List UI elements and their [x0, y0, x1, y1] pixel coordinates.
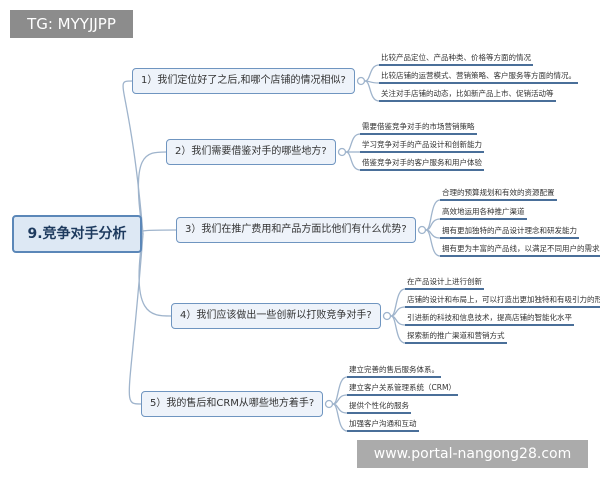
- leaf-connector: [425, 199, 441, 231]
- leaf-item[interactable]: 比较产品定位、产品种类、价格等方面的情况: [379, 52, 533, 66]
- branch-3[interactable]: 3）我们在推广费用和产品方面比他们有什么优势?: [176, 217, 416, 243]
- leaf-item[interactable]: 建立客户关系管理系统（CRM）: [347, 382, 458, 396]
- branch-4[interactable]: 4）我们应该做出一些创新以打败竞争对手?: [171, 303, 381, 329]
- source-tag: TG: MYYJJPP: [10, 10, 133, 38]
- leaf-item[interactable]: 借鉴竞争对手的客户服务和用户体验: [360, 157, 484, 171]
- central-topic[interactable]: 9.竞争对手分析: [12, 215, 142, 253]
- collapse-toggle: [356, 76, 366, 86]
- leaf-connector: [390, 288, 406, 317]
- watermark: www.portal-nangong28.com: [357, 440, 588, 468]
- branch-connector: [137, 151, 167, 235]
- leaf-item[interactable]: 关注对手店铺的动态，比如新产品上市、促销活动等: [379, 88, 556, 102]
- leaf-item[interactable]: 在产品设计上进行创新: [405, 276, 484, 290]
- leaf-connector: [332, 376, 348, 405]
- leaf-item[interactable]: 提供个性化的服务: [347, 400, 411, 414]
- leaf-item[interactable]: 高效地运用各种推广渠道: [440, 206, 527, 220]
- leaf-item[interactable]: 拥有更为丰富的产品线，以满足不同用户的需求。: [440, 243, 600, 257]
- branch-2[interactable]: 2）我们需要借鉴对手的哪些地方?: [166, 139, 336, 165]
- collapse-toggle: [337, 147, 347, 157]
- branch-connector: [139, 229, 177, 235]
- leaf-connector: [345, 133, 361, 153]
- branch-connector: [138, 233, 172, 317]
- leaf-item[interactable]: 学习竞争对手的产品设计和创新能力: [360, 139, 484, 153]
- leaf-connector: [332, 394, 348, 405]
- leaf-connector: [390, 315, 406, 344]
- leaf-item[interactable]: 拥有更加独特的产品设计理念和研发能力: [440, 225, 579, 239]
- branch-1[interactable]: 1）我们定位好了之后,和哪个店铺的情况相似?: [132, 68, 355, 94]
- leaf-item[interactable]: 店铺的设计和布局上，可以打造出更加独特和有吸引力的形象: [405, 294, 600, 308]
- leaf-item[interactable]: 比较店铺的运营模式、营销策略、客户服务等方面的情况。: [379, 70, 578, 84]
- leaf-connector: [332, 403, 348, 432]
- leaf-item[interactable]: 引进新的科技和信息技术，提高店铺的智能化水平: [405, 312, 574, 326]
- leaf-item[interactable]: 加强客户沟通和互动: [347, 418, 419, 432]
- leaf-item[interactable]: 探索新的推广渠道和营销方式: [405, 330, 507, 344]
- collapse-toggle: [382, 311, 392, 321]
- leaf-connector: [364, 64, 380, 82]
- collapse-toggle: [324, 399, 334, 409]
- leaf-connector: [345, 151, 361, 171]
- branch-5[interactable]: 5）我的售后和CRM从哪些地方着手?: [141, 391, 324, 417]
- leaf-item[interactable]: 建立完善的售后服务体系。: [347, 364, 441, 378]
- leaf-item[interactable]: 合理的预算规划和有效的资源配置: [440, 187, 557, 201]
- leaf-item[interactable]: 需要借鉴竞争对手的市场营销策略: [360, 121, 477, 135]
- leaf-connector: [390, 306, 406, 317]
- collapse-toggle: [417, 225, 427, 235]
- leaf-connector: [425, 229, 441, 257]
- branch-connector: [128, 233, 144, 405]
- leaf-connector: [364, 80, 380, 102]
